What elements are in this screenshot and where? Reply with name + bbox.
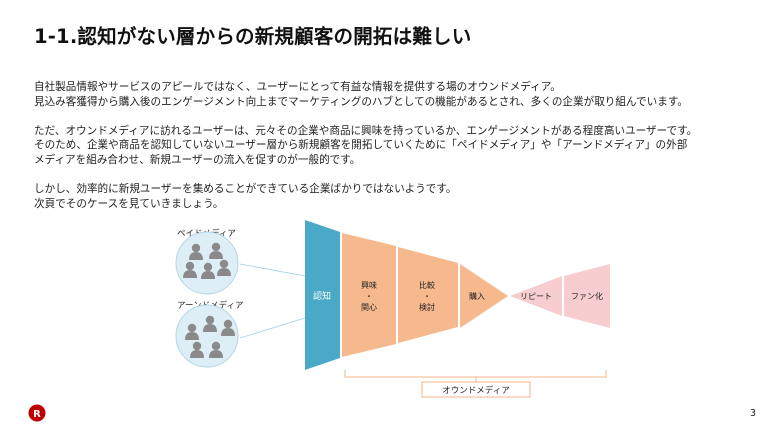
stage-fan	[564, 264, 610, 328]
stage-fan-label: ファン化	[571, 291, 603, 301]
owned-media-label: オウンドメディア	[442, 385, 509, 396]
stage-purchase	[460, 264, 508, 328]
stage-interest	[342, 233, 396, 357]
body-text: 自社製品情報やサービスのアピールではなく、ユーザーにとって有益な情報を提供する場…	[34, 80, 754, 226]
stage-interest-separator: ・	[365, 292, 373, 301]
stage-awareness	[305, 220, 340, 370]
paragraph-1: 自社製品情報やサービスのアピールではなく、ユーザーにとって有益な情報を提供する場…	[34, 80, 754, 109]
rakuten-logo-icon: R	[28, 404, 46, 422]
stage-comparison-label: 検討	[419, 302, 435, 312]
stage-comparison	[398, 247, 458, 343]
paragraph-line: 見込み客獲得から購入後のエンゲージメント向上までマーケティングのハブとしての機能…	[34, 95, 688, 108]
stage-comparison-label: 比較	[419, 280, 435, 290]
stage-purchase-label: 購入	[469, 291, 485, 301]
stage-repeat	[510, 276, 562, 316]
stage-interest-label: 関心	[361, 303, 377, 312]
paragraph-2: ただ、オウンドメディアに訪れるユーザーは、元々その企業や商品に興味を持っているか…	[34, 124, 754, 168]
paragraph-line: 次頁でそのケースを見ていきましょう。	[34, 197, 224, 210]
paragraph-line: 自社製品情報やサービスのアピールではなく、ユーザーにとって有益な情報を提供する場…	[34, 81, 561, 93]
stage-repeat-label: リピート	[520, 292, 552, 301]
earned-connector-line	[239, 317, 306, 339]
owned-media-label-box	[421, 381, 531, 398]
paragraph-line: メディアを組み合わせ、新規ユーザーの流入を促すのが一般的です。	[34, 153, 361, 166]
stage-awareness-label: 認知	[313, 290, 331, 302]
paragraph-line: そのため、企業や商品を認知していないユーザー層から新規顧客を開拓していくために「…	[34, 139, 688, 152]
paragraph-line: ただ、オウンドメディアに訪れるユーザーは、元々その企業や商品に興味を持っているか…	[34, 124, 698, 137]
page-title: 1-1.認知がない層からの新規顧客の開拓は難しい	[34, 25, 472, 48]
stage-interest-label: 興味	[361, 280, 377, 290]
logo-letter: R	[33, 409, 41, 420]
owned-media-bracket	[344, 370, 607, 378]
paragraph-line: しかし、効率的に新規ユーザーを集めることができている企業ばかりではないようです。	[34, 183, 457, 196]
stage-comparison-separator: ・	[423, 292, 431, 301]
earned-media-circle	[175, 304, 239, 368]
page-number: 3	[749, 408, 756, 419]
paid-connector-line	[239, 263, 306, 277]
paragraph-3: しかし、効率的に新規ユーザーを集めることができている企業ばかりではないようです。…	[34, 182, 754, 211]
